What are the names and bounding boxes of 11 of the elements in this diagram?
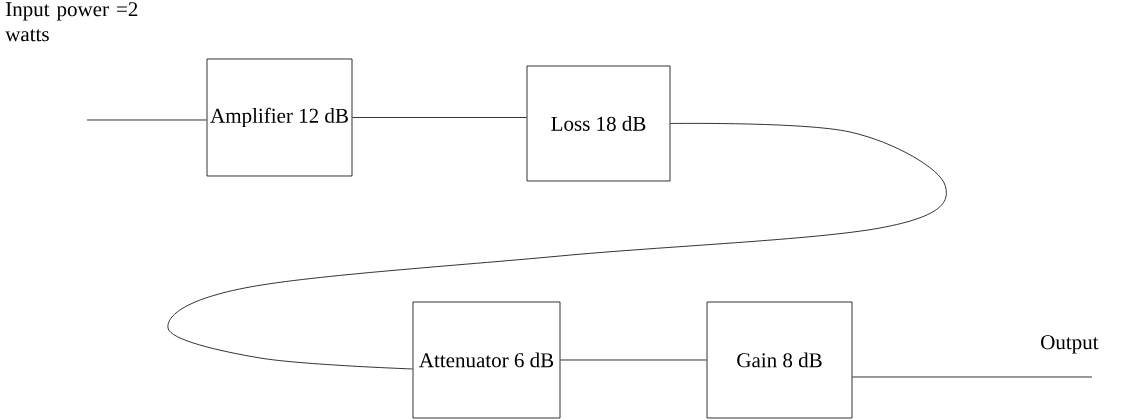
connector-line xyxy=(352,117,527,118)
block-box: Gain 8 dB xyxy=(706,301,853,419)
signal-label: Output xyxy=(1041,335,1099,354)
connector-line xyxy=(167,122,947,370)
connector-line xyxy=(560,359,707,361)
block-box: Attenuator 6 dB xyxy=(412,301,561,419)
block-box: Loss 18 dB xyxy=(526,65,671,182)
signal-label: Input power =2 watts xyxy=(5,2,138,42)
signal-line xyxy=(86,119,207,121)
block-box: Amplifier 12 dB xyxy=(206,58,353,177)
signal-line xyxy=(852,376,1093,378)
